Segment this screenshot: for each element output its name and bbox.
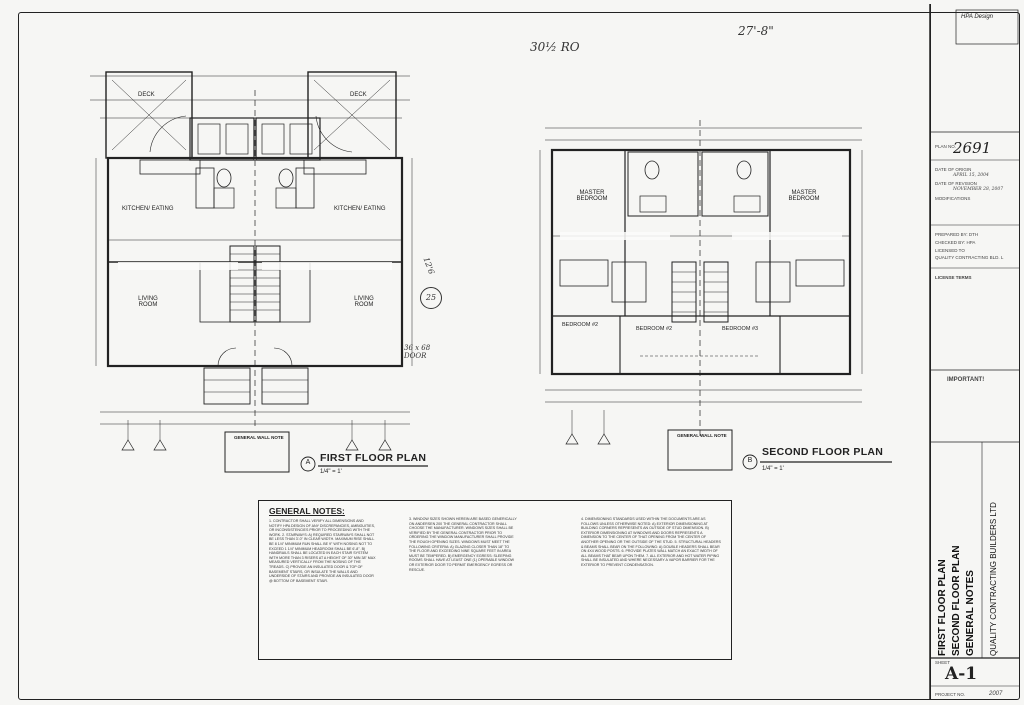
builder-name: QUALITY CONTRACTING BUILDERS LTD <box>989 502 998 656</box>
sheet-title-first-floor: FIRST FLOOR PLAN <box>937 559 948 656</box>
room-label-living-left: LIVING ROOM <box>138 296 158 308</box>
sheet-number: A-1 <box>945 664 978 684</box>
date-of-revision: NOVEMBER 28, 2007 <box>953 187 1004 192</box>
room-label-living-right: LIVING ROOM <box>354 296 374 308</box>
plan-number-label: PLAN NO. <box>935 144 957 149</box>
date-of-origin-label: DATE OF ORIGIN <box>935 167 972 172</box>
plan-number: 2691 <box>953 139 992 157</box>
general-notes-title: GENERAL NOTES: <box>269 506 345 516</box>
date-of-revision-label: DATE OF REVISION <box>935 181 977 186</box>
correction-patch <box>732 232 842 240</box>
handwritten-rough-opening: 30½ RO <box>530 40 580 54</box>
licensed-to: QUALITY CONTRACTING BLD. L <box>935 255 1004 260</box>
first-floor-plan-title: FIRST FLOOR PLAN <box>320 452 427 464</box>
second-floor-plan-scale: 1/4" = 1' <box>762 466 784 472</box>
room-label-deck-left: DECK <box>138 92 155 98</box>
project-number-label: PROJECT NO. <box>935 692 966 697</box>
room-label-kitchen-left: KITCHEN/ EATING <box>122 206 174 212</box>
project-number: 2007 <box>989 691 1003 697</box>
room-label-bedroom2: BEDROOM #2 <box>562 322 599 328</box>
licensed-to-label: LICENSED TO <box>935 248 965 253</box>
plan-marker-a: A <box>305 459 311 466</box>
sheet-label: SHEET <box>935 660 951 665</box>
handwritten-door-note: 36 x 68 DOOR <box>404 344 431 360</box>
room-label-bedroom2-right: BEDROOM #2 <box>636 326 673 332</box>
handwritten-dimension-top: 27'-8" <box>738 24 774 38</box>
general-notes-column-2: 3. WINDOW SIZES SHOWN HEREIN ARE BASED G… <box>409 517 517 572</box>
room-label-kitchen-right: KITCHEN/ EATING <box>334 206 386 212</box>
correction-patch <box>262 262 392 270</box>
checked-by: CHECKED BY: HPA <box>935 240 976 245</box>
sheet-border <box>18 12 1020 700</box>
general-notes-column-1: 1. CONTRACTOR SHALL VERIFY ALL DIMENSION… <box>269 519 376 583</box>
general-notes-box: GENERAL NOTES: 1. CONTRACTOR SHALL VERIF… <box>258 500 732 660</box>
general-notes-column-3: 4. DIMENSIONING STANDARDS USED WITHIN TH… <box>581 517 721 567</box>
date-of-origin: APRIL 15, 2004 <box>953 173 989 178</box>
wall-note-left: GENERAL WALL NOTE <box>234 435 284 440</box>
important-label: IMPORTANT! <box>947 377 985 383</box>
plan-marker-b: B <box>747 457 753 464</box>
correction-patch <box>560 232 670 240</box>
first-floor-plan-scale: 1/4" = 1' <box>320 469 342 475</box>
room-label-bedroom3: BEDROOM #3 <box>722 326 759 332</box>
sheet-title-general-notes: GENERAL NOTES <box>965 570 976 656</box>
room-label-master-right: MASTER BEDROOM <box>788 190 820 202</box>
correction-patch <box>118 262 238 270</box>
license-terms-label: LICENSE TERMS <box>935 275 972 280</box>
modifications-label: MODIFICATIONS <box>935 196 971 201</box>
room-label-master-left: MASTER BEDROOM <box>576 190 608 202</box>
sheet-title-second-floor: SECOND FLOOR PLAN <box>951 545 962 656</box>
wall-note-right: GENERAL WALL NOTE <box>677 433 727 438</box>
title-block: HPA Design PLAN NO. 2691 DATE OF ORIGIN … <box>930 4 1021 700</box>
second-floor-plan-title: SECOND FLOOR PLAN <box>762 446 884 458</box>
company-name: HPA Design <box>961 14 994 20</box>
handwritten-circled-note: 25 <box>420 287 442 309</box>
prepared-by: PREPARED BY: DTH <box>935 232 979 237</box>
room-label-deck-right: DECK <box>350 92 367 98</box>
